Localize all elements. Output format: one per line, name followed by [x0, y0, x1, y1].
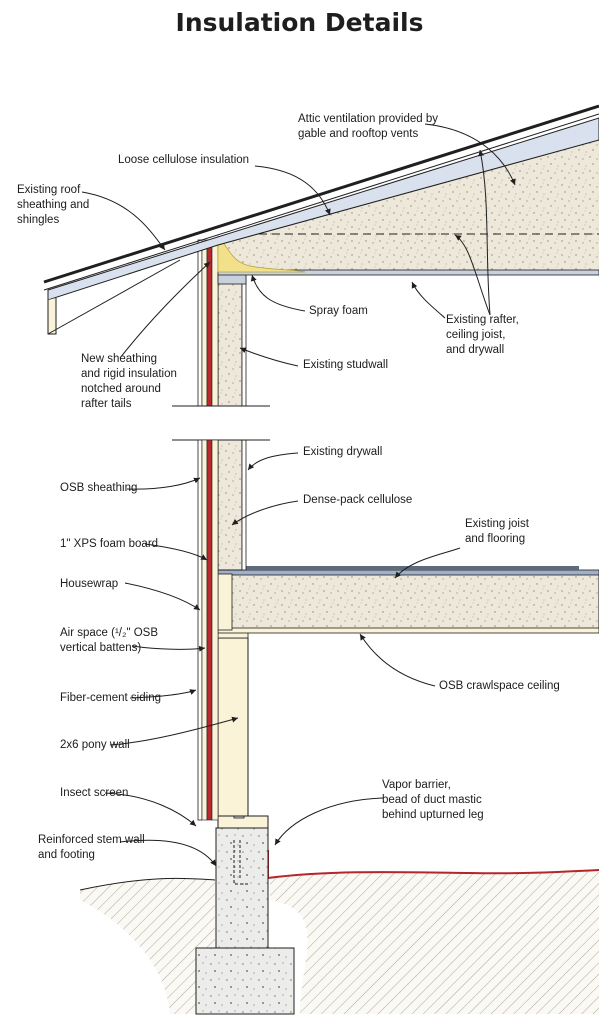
label-fiber-cement: Fiber-cement siding [60, 692, 161, 704]
label-existing-rafter: Existing rafter, ceiling joist, and dryw… [446, 314, 519, 356]
spray-foam [217, 234, 306, 273]
label-air-space: Air space (¹/₂" OSB vertical battens) [60, 627, 159, 654]
label-osb-crawlspace: OSB crawlspace ceiling [439, 680, 560, 692]
label-vapor-barrier: Vapor barrier, bead of duct mastic behin… [382, 779, 484, 821]
label-new-sheathing: New sheathing and rigid insulation notch… [81, 353, 177, 410]
label-dense-pack: Dense-pack cellulose [303, 494, 413, 506]
ceiling-joist [217, 269, 599, 276]
leader-lines [81, 123, 516, 867]
label-osb-sheathing: OSB sheathing [60, 482, 138, 494]
label-stem-wall: Reinforced stem wall and footing [38, 834, 145, 861]
label-loose-cellulose: Loose cellulose insulation [118, 154, 250, 166]
label-attic-ventilation: Attic ventilation provided by gable and … [298, 113, 438, 140]
label-xps-foam: 1" XPS foam board [60, 538, 159, 550]
label-housewrap: Housewrap [60, 578, 119, 590]
exterior-layers-lower [197, 439, 219, 821]
label-insect-screen: Insect screen [60, 787, 129, 799]
upper-wall [172, 239, 270, 407]
label-spray-foam: Spray foam [309, 305, 368, 317]
footing [195, 947, 295, 1015]
label-pony-wall: 2x6 pony wall [60, 739, 130, 751]
stem-wall [215, 827, 269, 949]
lower-wall [172, 439, 270, 571]
pony-wall [217, 637, 249, 817]
label-existing-studwall: Existing studwall [303, 359, 389, 371]
label-existing-joist: Existing joist and flooring [465, 518, 529, 545]
roof [43, 104, 599, 335]
attic-insulation [218, 140, 599, 272]
floor-system [217, 566, 599, 634]
vapor-barrier [267, 850, 599, 880]
soil [79, 869, 599, 1014]
label-existing-roof: Existing roof sheathing and shingles [17, 184, 90, 226]
label-existing-drywall: Existing drywall [303, 446, 383, 458]
page-title: Insulation Details [175, 8, 424, 37]
